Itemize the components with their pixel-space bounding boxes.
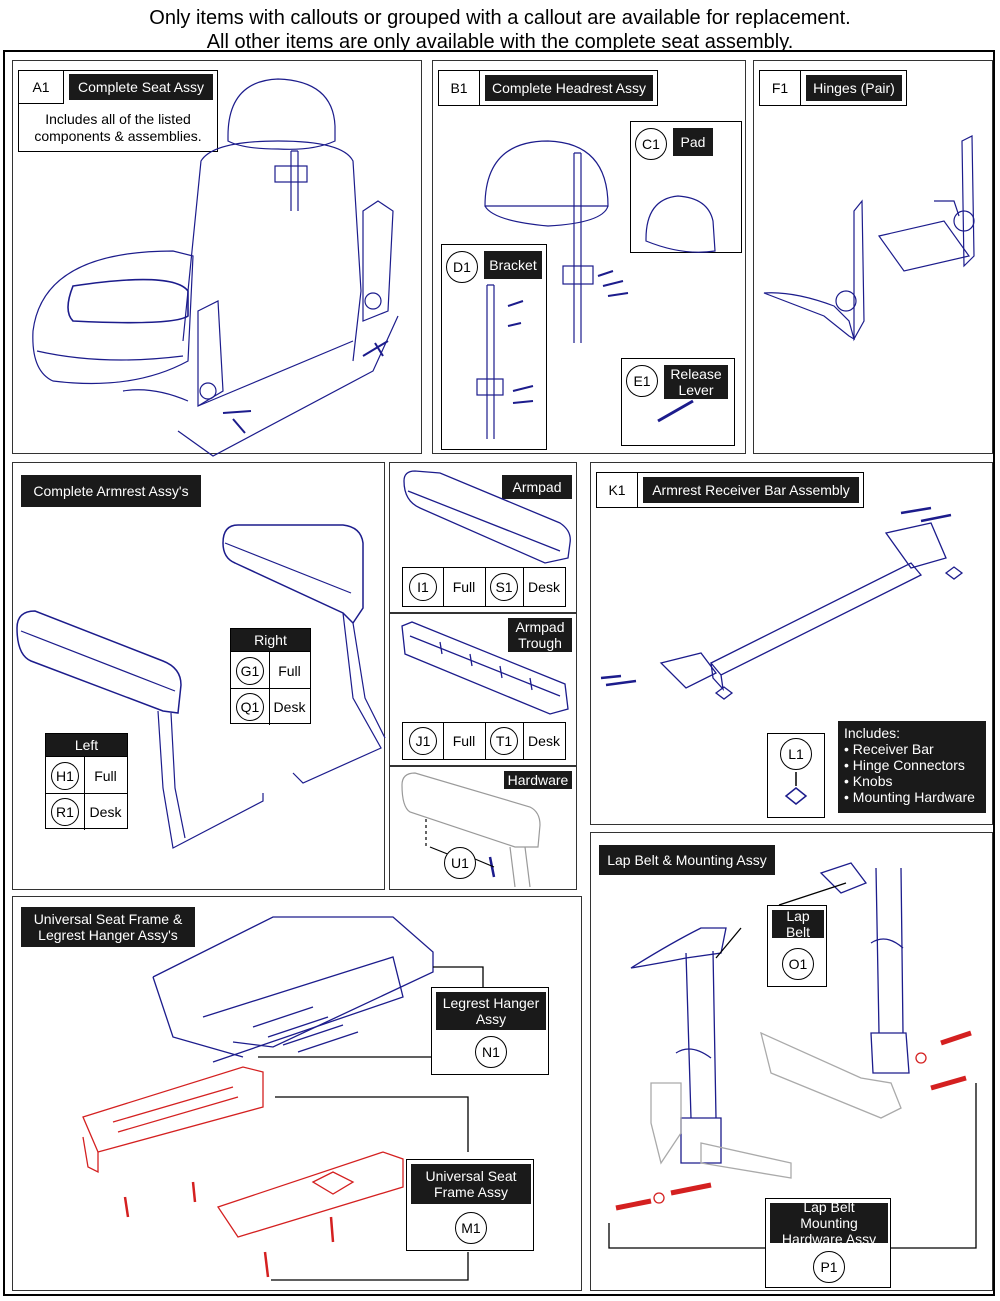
knob-icon bbox=[784, 772, 808, 805]
panel-headrest: B1 Complete Headrest Assy C1 Pad D1 Brac… bbox=[432, 60, 746, 454]
hardware-illustration bbox=[401, 772, 541, 888]
right-full-code: G1 bbox=[236, 656, 264, 685]
bracket-code: D1 bbox=[446, 251, 478, 283]
receiver-bar-callout: K1 Armrest Receiver Bar Assembly bbox=[596, 472, 864, 508]
armpad-desk-type: Desk bbox=[528, 579, 560, 595]
bracket-label: Bracket bbox=[484, 251, 542, 279]
right-armrest-table: Right G1 Full Q1 Desk bbox=[230, 628, 311, 725]
headrest-label: Complete Headrest Assy bbox=[485, 75, 653, 101]
hinges-label: Hinges (Pair) bbox=[806, 75, 902, 101]
seat-code: A1 bbox=[19, 71, 64, 104]
armpad-full-code: I1 bbox=[409, 573, 437, 601]
header-line-1: Only items with callouts or grouped with… bbox=[149, 7, 851, 29]
knob-code: L1 bbox=[780, 738, 812, 770]
panel-armpad-trough: Armpad Trough J1 Full T1 Desk bbox=[389, 613, 577, 766]
lap-belt-hardware-callout: Lap Belt Mounting Hardware Assy P1 bbox=[765, 1198, 891, 1288]
trough-options: J1 Full T1 Desk bbox=[402, 722, 566, 760]
universal-frame-label: Universal Seat Frame Assy bbox=[411, 1164, 531, 1204]
left-desk-code: R1 bbox=[51, 798, 79, 826]
left-full-row: H1 Full bbox=[46, 756, 127, 794]
includes-item-receiver-bar: • Receiver Bar bbox=[844, 741, 934, 757]
hardware-label: Hardware bbox=[504, 771, 572, 789]
receiver-bar-illustration bbox=[600, 506, 964, 700]
includes-item-mounting-hardware: • Mounting Hardware bbox=[844, 789, 975, 805]
headrest-callout: B1 Complete Headrest Assy bbox=[438, 70, 658, 106]
universal-frame-callout: Universal Seat Frame Assy M1 bbox=[406, 1159, 534, 1251]
hinges-callout: F1 Hinges (Pair) bbox=[759, 70, 907, 106]
legrest-hanger-label: Legrest Hanger Assy bbox=[436, 992, 546, 1030]
universal-frame-code: M1 bbox=[455, 1212, 487, 1244]
seat-callout: A1 Complete Seat Assy Includes all of th… bbox=[18, 70, 218, 152]
release-lever-label: Release Lever bbox=[664, 365, 728, 399]
headrest-code: B1 bbox=[439, 71, 480, 105]
receiver-bar-includes: Includes: • Receiver Bar • Hinge Connect… bbox=[838, 721, 986, 813]
pad-code: C1 bbox=[635, 128, 667, 160]
seat-note: Includes all of the listed components & … bbox=[34, 111, 202, 144]
lap-belt-hardware-code: P1 bbox=[813, 1251, 845, 1283]
armpad-desk-code: S1 bbox=[490, 573, 518, 601]
panel-armpad: Armpad I1 Full S1 Desk bbox=[389, 462, 577, 613]
trough-full-type: Full bbox=[443, 723, 486, 759]
release-lever-code: E1 bbox=[626, 365, 658, 397]
knob-callout: L1 bbox=[767, 733, 825, 818]
headrest-illustration bbox=[476, 140, 716, 439]
right-title: Right bbox=[231, 629, 310, 651]
right-full-type: Full bbox=[278, 662, 301, 679]
legrest-hanger-code: N1 bbox=[475, 1036, 507, 1068]
includes-title: Includes: bbox=[844, 725, 901, 741]
left-full-type: Full bbox=[94, 767, 117, 784]
panel-seat-frame: Universal Seat Frame & Legrest Hanger As… bbox=[12, 896, 582, 1291]
hardware-code: U1 bbox=[444, 847, 476, 879]
armpad-illustration bbox=[403, 470, 571, 564]
left-desk-type: Desk bbox=[89, 804, 122, 820]
lap-belt-code: O1 bbox=[782, 948, 814, 980]
receiver-bar-code: K1 bbox=[597, 473, 638, 507]
parts-diagram-frame bbox=[3, 50, 995, 1296]
pad-label: Pad bbox=[673, 128, 713, 156]
left-armrest-table: Left H1 Full R1 Desk bbox=[45, 733, 128, 830]
panel-armrests: Complete Armrest Assy's Right G1 Full Q1… bbox=[12, 462, 386, 890]
pad-callout: C1 Pad bbox=[630, 121, 742, 253]
right-desk-code: Q1 bbox=[236, 693, 264, 721]
panel-hinges: F1 Hinges (Pair) bbox=[753, 60, 993, 454]
left-desk-row: R1 Desk bbox=[46, 793, 127, 830]
panel-receiver-bar: K1 Armrest Receiver Bar Assembly L1 Incl… bbox=[590, 462, 993, 825]
left-full-code: H1 bbox=[51, 761, 79, 790]
trough-illustration bbox=[401, 621, 569, 715]
armrests-illustration bbox=[16, 524, 386, 849]
lap-belt-label: Lap Belt bbox=[772, 908, 824, 940]
header-line-2: All other items are only available with … bbox=[206, 31, 794, 53]
seat-frame-label: Universal Seat Frame & Legrest Hanger As… bbox=[21, 907, 195, 947]
armrest-label: Complete Armrest Assy's bbox=[21, 475, 201, 507]
left-title: Left bbox=[46, 734, 127, 756]
panel-armrest-hardware: Hardware U1 bbox=[389, 766, 577, 890]
lap-belt-hardware-label: Lap Belt Mounting Hardware Assy bbox=[770, 1199, 888, 1247]
includes-item-knobs: • Knobs bbox=[844, 773, 893, 789]
trough-label: Armpad Trough bbox=[508, 618, 572, 652]
trough-full-code: J1 bbox=[409, 727, 437, 755]
armpad-label: Armpad bbox=[502, 475, 572, 499]
hinges-code: F1 bbox=[760, 71, 801, 105]
right-desk-type: Desk bbox=[273, 699, 306, 715]
hinges-illustration bbox=[763, 135, 975, 342]
right-desk-row: Q1 Desk bbox=[231, 688, 310, 725]
armpad-options: I1 Full S1 Desk bbox=[402, 567, 566, 607]
armpad-full-type: Full bbox=[443, 568, 486, 606]
legrest-hanger-callout: Legrest Hanger Assy N1 bbox=[431, 987, 549, 1075]
trough-desk-code: T1 bbox=[490, 727, 518, 755]
right-full-row: G1 Full bbox=[231, 651, 310, 689]
lap-belt-panel-label: Lap Belt & Mounting Assy bbox=[599, 845, 775, 875]
trough-desk-type: Desk bbox=[528, 733, 560, 749]
seat-label: Complete Seat Assy bbox=[69, 74, 213, 100]
seat-illustration bbox=[32, 78, 399, 457]
receiver-bar-label: Armrest Receiver Bar Assembly bbox=[643, 477, 859, 503]
lap-belt-callout: Lap Belt O1 bbox=[767, 905, 827, 987]
seat-frame-illustration bbox=[82, 916, 484, 1281]
includes-item-hinge-connectors: • Hinge Connectors bbox=[844, 757, 965, 773]
lap-belt-illustration bbox=[608, 862, 977, 1249]
panel-complete-seat: A1 Complete Seat Assy Includes all of th… bbox=[12, 60, 422, 457]
release-lever-callout: E1 Release Lever bbox=[621, 358, 735, 446]
panel-lap-belt: Lap Belt & Mounting Assy Lap Belt O1 bbox=[590, 832, 993, 1291]
